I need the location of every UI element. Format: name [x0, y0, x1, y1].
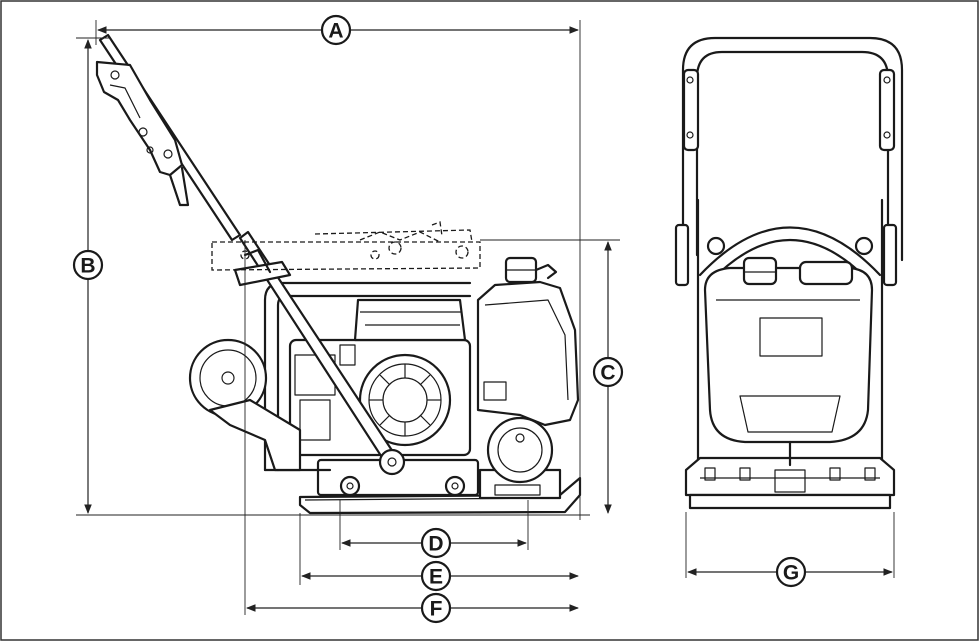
label-d-text: D [428, 533, 443, 556]
dimension-label-b: B [72, 249, 104, 281]
label-a-text: A [328, 20, 343, 43]
label-e-text: E [429, 566, 443, 589]
label-g-text: G [783, 562, 799, 585]
dimension-label-d: D [420, 527, 452, 559]
label-b-text: B [80, 255, 95, 278]
dimension-label-g: G [775, 556, 807, 588]
dimension-label-a: A [320, 14, 352, 46]
dimension-label-c: C [592, 356, 624, 388]
dimension-label-e: E [420, 560, 452, 592]
dimension-label-f: F [420, 592, 452, 624]
label-f-text: F [430, 598, 443, 621]
front-view-machine [674, 36, 904, 510]
label-c-text: C [600, 362, 615, 385]
side-view-machine [95, 33, 582, 515]
